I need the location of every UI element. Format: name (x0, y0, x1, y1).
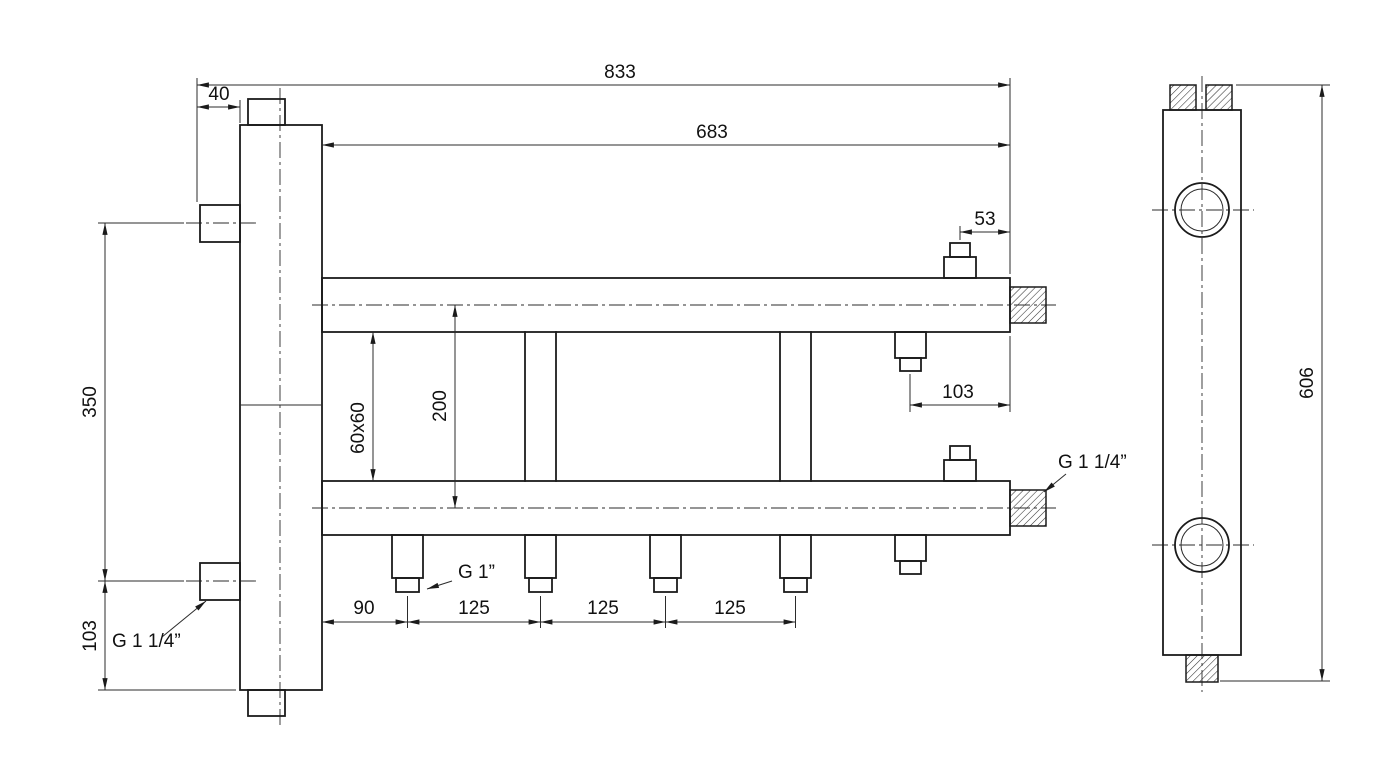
side-top-pipe-right (1205, 84, 1233, 111)
side-centerlines (1152, 76, 1254, 692)
dim-top-offset: 40 (208, 84, 229, 105)
column-top-nub (247, 98, 286, 126)
dim-square-tube: 60x60 (348, 402, 369, 454)
front-view: 833 683 40 53 103 350 103 (80, 62, 1127, 728)
thread-labels: G 1” G 1 1/4” G 1 1/4” (112, 452, 1127, 652)
upper-manifold-thread-end (1009, 286, 1047, 324)
right-end-stubs (894, 242, 977, 575)
dim-outlet-c: 125 (714, 598, 746, 619)
left-connections (199, 204, 241, 601)
side-bottom-pipe (1185, 654, 1219, 683)
upper-manifold (321, 277, 1047, 333)
left-top-connection (199, 204, 241, 243)
side-port-bottom (1174, 517, 1230, 573)
risers (524, 331, 812, 482)
dim-outlet-a: 125 (458, 598, 490, 619)
separator-column (239, 98, 323, 717)
side-top-pipe-left (1169, 84, 1197, 111)
bottom-outlets (391, 534, 812, 593)
lower-manifold (321, 480, 1047, 536)
front-dimensions: 833 683 40 53 103 350 103 (80, 62, 1011, 691)
centerlines (186, 88, 1056, 728)
dim-manifold-length: 683 (696, 122, 728, 143)
lower-manifold-thread-end (1009, 489, 1047, 527)
dim-overall-width: 833 (604, 62, 636, 83)
dim-stub-to-end-2: 103 (942, 382, 974, 403)
side-view: 606 (1152, 76, 1330, 692)
label-outlet-thread: G 1” (458, 562, 495, 583)
column-bottom-nub (247, 689, 286, 717)
label-right-thread: G 1 1/4” (1058, 452, 1127, 473)
left-bottom-connection (199, 562, 241, 601)
side-dimensions: 606 (1220, 84, 1330, 682)
side-port-top (1174, 182, 1230, 238)
dim-left-bottom: 103 (80, 620, 101, 652)
side-body (1162, 84, 1242, 683)
dim-side-height: 606 (1297, 367, 1318, 399)
dim-first-outlet: 90 (353, 598, 374, 619)
dim-axis-spacing: 200 (430, 390, 451, 422)
dim-outlet-b: 125 (587, 598, 619, 619)
dim-left-span: 350 (80, 386, 101, 418)
dim-stub-to-end: 53 (974, 209, 995, 230)
label-left-thread: G 1 1/4” (112, 631, 181, 652)
